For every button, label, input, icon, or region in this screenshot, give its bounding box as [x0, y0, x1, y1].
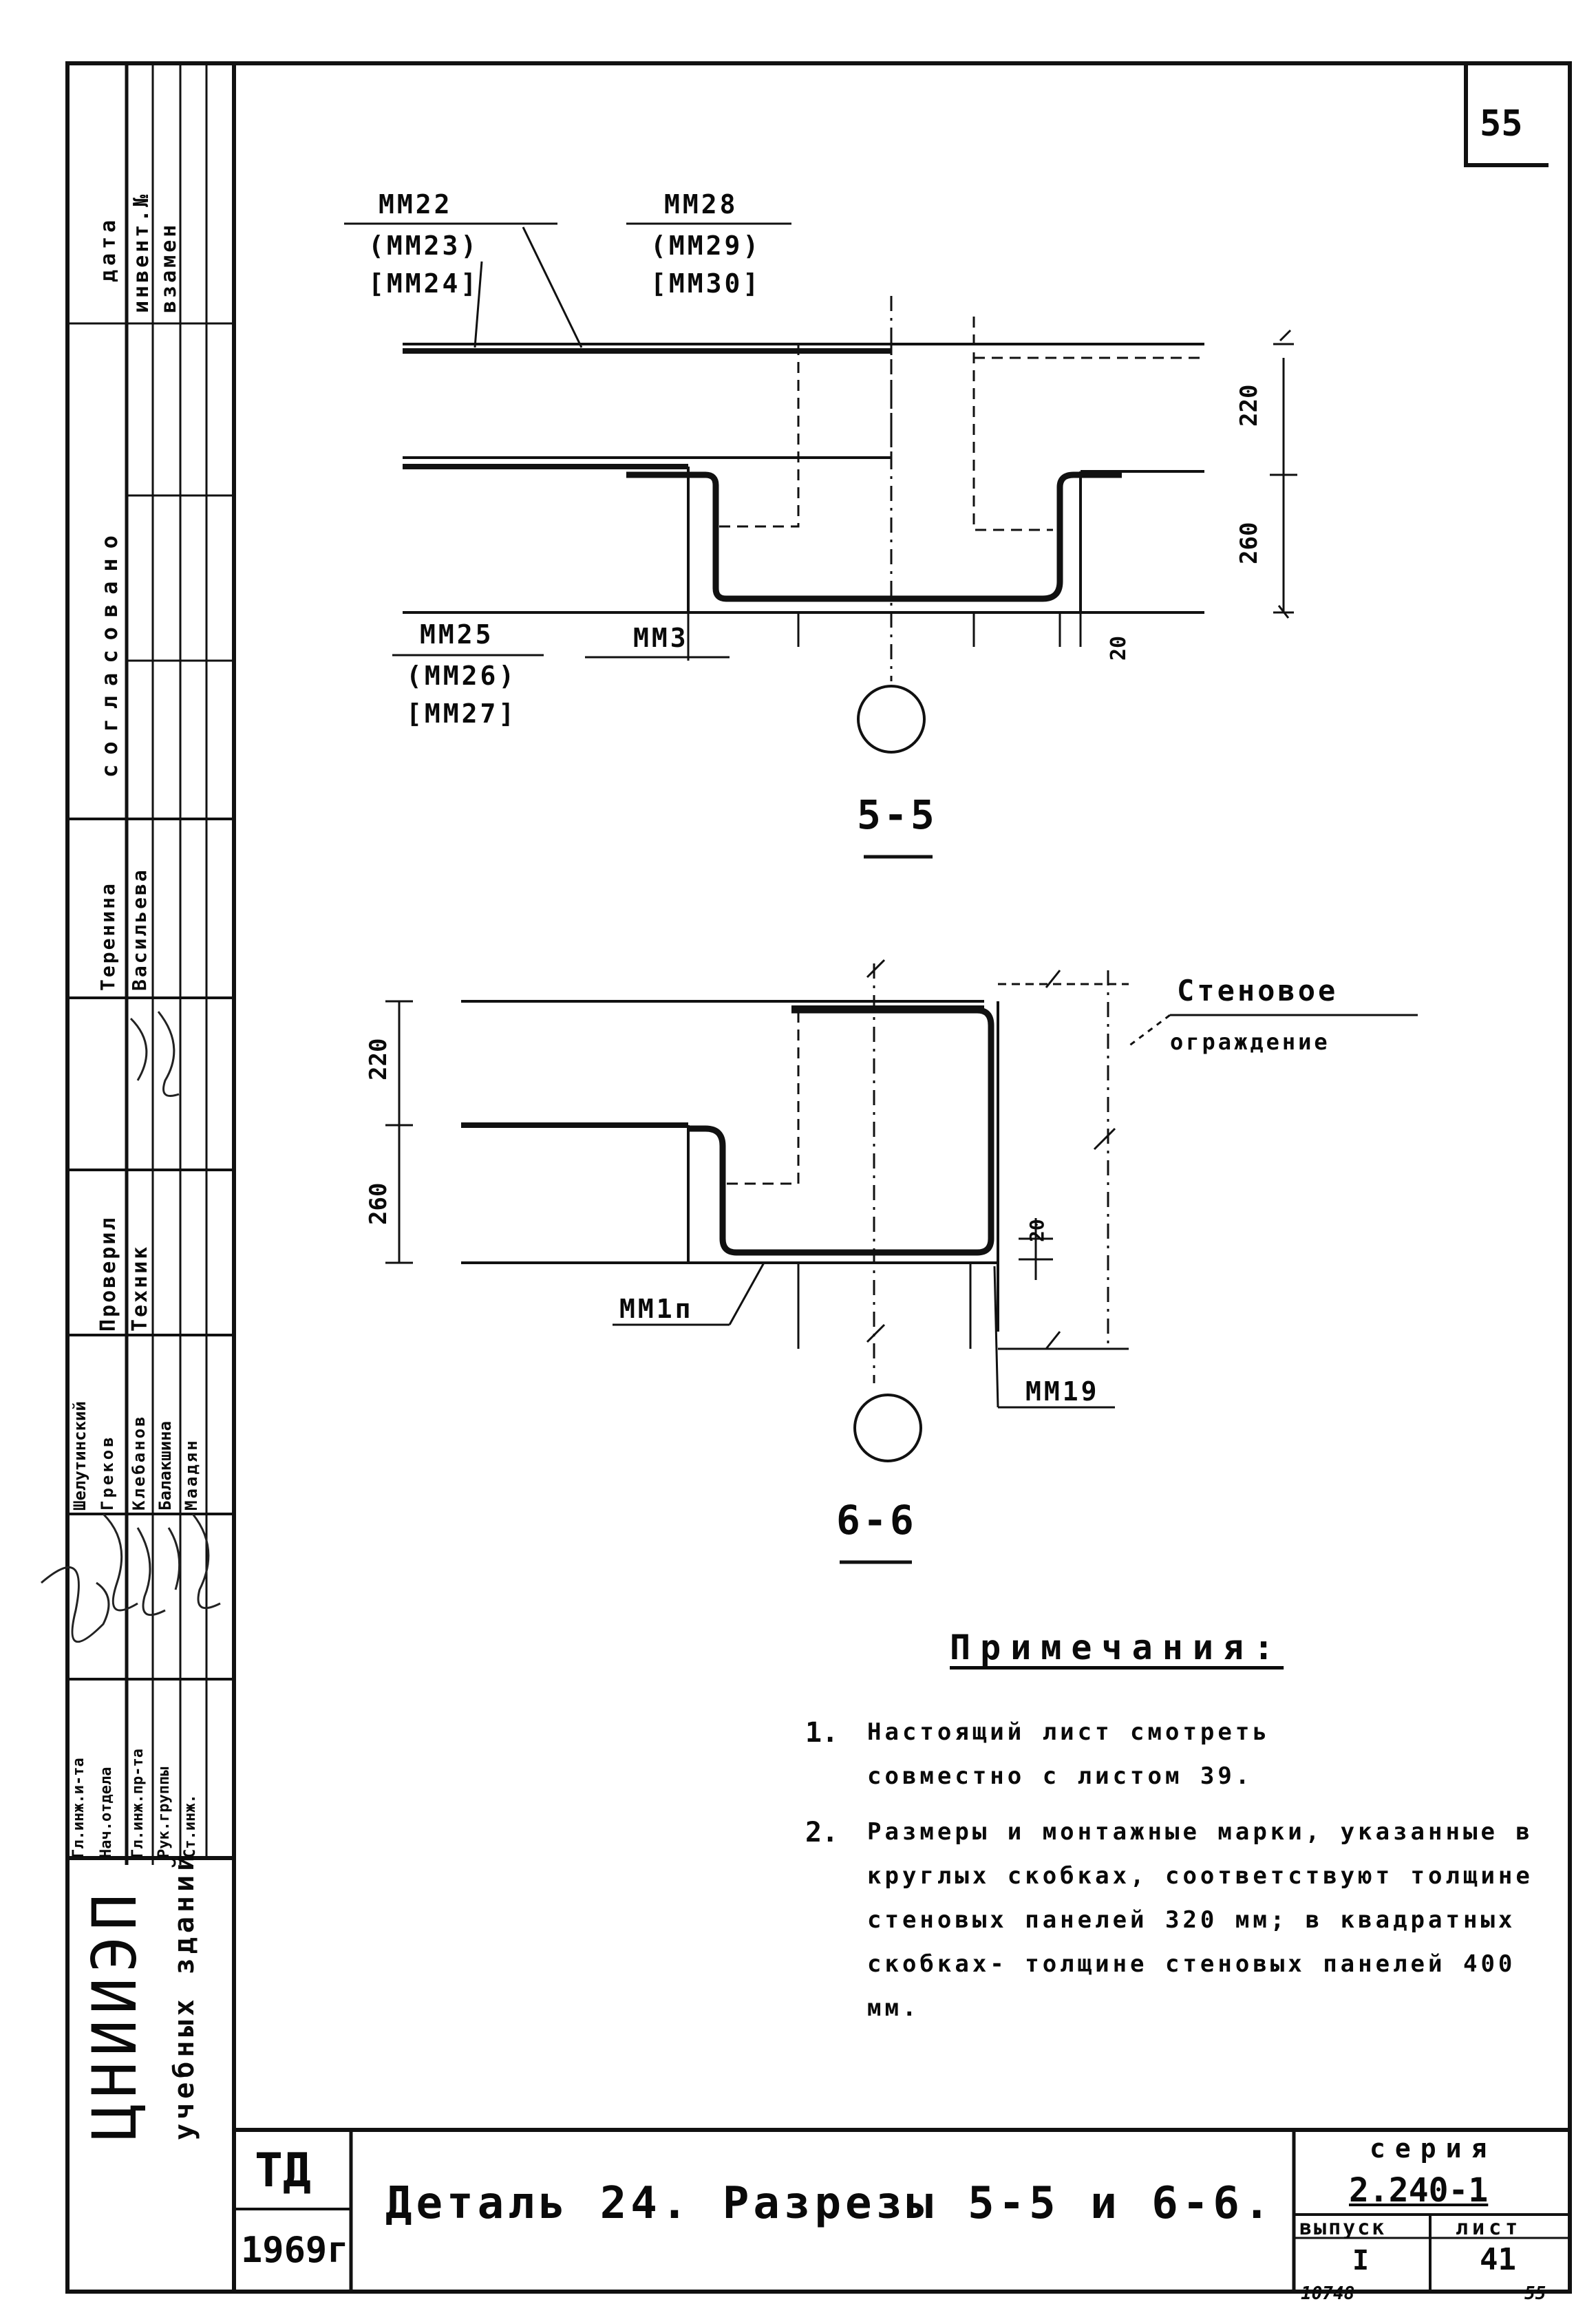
note-1-text: Настоящий лист смотреть совместно с лист… — [867, 1718, 1270, 1790]
series-value: 2.240-1 — [1349, 2171, 1489, 2210]
mark-mm30: [ММ30] — [650, 268, 762, 299]
note-2-text: Размеры и монтажные марки, указанные в к… — [867, 1818, 1533, 2022]
notes-heading: Примечания: — [950, 1628, 1284, 1667]
section-title-5-5: 5-5 — [857, 791, 937, 838]
mark-mm28: ММ28 — [664, 189, 738, 220]
note-1-number: 1. — [805, 1717, 839, 1749]
mark-mm27: [ММ27] — [406, 698, 518, 729]
drawing-title: Деталь 24. Разрезы 5-5 и 6-6. — [385, 2178, 1275, 2229]
mark-mm1p: ММ1п — [619, 1294, 694, 1324]
wall-label-line1: Стеновое — [1177, 974, 1339, 1007]
section-title-6-6: 6-6 — [836, 1497, 917, 1544]
title-block-year: 1969г — [241, 2230, 349, 2271]
mark-mm19: ММ19 — [1025, 1376, 1100, 1407]
issue-value: I — [1352, 2245, 1370, 2276]
series-label: серия — [1370, 2133, 1497, 2164]
mark-mm23: (ММ23) — [368, 231, 480, 261]
sheet-value: 41 — [1480, 2242, 1516, 2277]
mark-mm3: ММ3 — [633, 623, 689, 653]
wall-label-line2: ограждение — [1170, 1029, 1330, 1055]
sheet-label: лист — [1456, 2216, 1522, 2240]
note-2-number: 2. — [805, 1817, 839, 1848]
mark-mm29: (ММ29) — [650, 231, 762, 261]
mark-mm24: [ММ24] — [368, 268, 480, 299]
sheet-number: 55 — [1480, 103, 1523, 145]
mark-mm25: ММ25 — [420, 619, 494, 650]
issue-label: выпуск — [1299, 2216, 1387, 2240]
bottom-stamp-number: 10748 — [1301, 2283, 1355, 2304]
bottom-corner-number: 55 — [1524, 2283, 1546, 2304]
title-block-td: ТД — [255, 2144, 311, 2198]
mark-mm26: (ММ26) — [406, 661, 518, 691]
mark-mm22: ММ22 — [379, 189, 453, 220]
